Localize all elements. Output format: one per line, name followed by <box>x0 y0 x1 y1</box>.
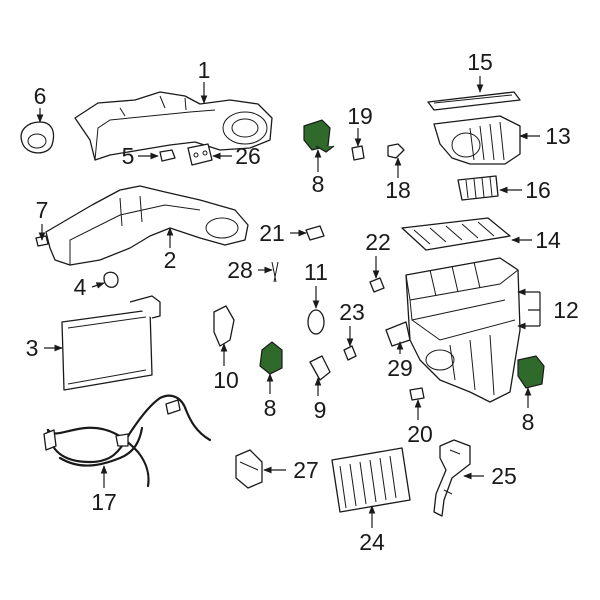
callout-3: 3 <box>26 335 39 361</box>
part-4-grommet <box>103 271 119 288</box>
callout-13: 13 <box>545 123 571 149</box>
callout-6: 6 <box>34 83 47 109</box>
callout-2: 2 <box>164 247 177 273</box>
part-12-hvac-assembly <box>405 257 521 403</box>
part-2-lower-housing <box>45 185 249 266</box>
part-10-bracket <box>213 305 235 347</box>
callout-27: 27 <box>293 457 319 483</box>
part-13-blower-housing <box>433 115 521 165</box>
part-14-filter-cover <box>401 217 511 251</box>
callout-8-top: 8 <box>312 171 325 197</box>
part-8-actuator-right <box>517 355 545 389</box>
part-1-upper-housing <box>74 91 273 161</box>
callout-4: 4 <box>74 274 87 300</box>
part-11-seal <box>307 309 325 335</box>
callout-labels: 1 6 5 26 8 19 18 15 13 16 7 2 21 14 22 2… <box>26 49 579 555</box>
part-16-filter <box>457 175 499 201</box>
callout-21: 21 <box>259 220 285 246</box>
part-3-evaporator <box>61 295 161 391</box>
part-19-clip <box>351 145 365 161</box>
leader-lines <box>36 76 541 528</box>
callout-17: 17 <box>91 489 117 515</box>
part-18-fitting <box>387 143 405 159</box>
callout-26: 26 <box>235 143 261 169</box>
callout-25: 25 <box>491 463 517 489</box>
part-20-fitting <box>409 387 425 401</box>
part-9-bracket <box>309 355 331 381</box>
part-8-actuator-top <box>303 119 335 153</box>
callout-14: 14 <box>535 227 561 253</box>
callout-20: 20 <box>407 421 433 447</box>
callout-29: 29 <box>387 355 413 381</box>
callout-24: 24 <box>359 529 385 555</box>
callout-8-right: 8 <box>522 409 535 435</box>
callout-12: 12 <box>553 297 579 323</box>
callout-7: 7 <box>36 197 49 223</box>
part-22-clip <box>369 277 385 293</box>
part-23-clip <box>343 345 357 361</box>
callout-23: 23 <box>339 299 365 325</box>
part-24-heater-core <box>331 447 411 513</box>
part-5-grommet <box>159 149 176 162</box>
part-28-clip <box>271 261 279 283</box>
part-6-gasket <box>20 121 55 154</box>
callout-15: 15 <box>467 49 493 75</box>
callout-16: 16 <box>525 177 551 203</box>
part-21-connector <box>305 225 325 241</box>
part-8-actuator-middle <box>259 341 283 375</box>
part-17-wiring-harness <box>43 394 212 488</box>
part-15-seal <box>427 91 521 111</box>
part-29-flap <box>385 321 411 347</box>
callout-11: 11 <box>304 259 328 285</box>
callout-10: 10 <box>213 367 239 393</box>
highlight-fill <box>303 119 331 151</box>
callout-28: 28 <box>227 257 253 283</box>
part-25-tube-assembly <box>433 439 471 517</box>
callout-18: 18 <box>385 177 411 203</box>
callout-9: 9 <box>314 397 327 423</box>
callout-8-middle: 8 <box>264 395 277 421</box>
callout-5: 5 <box>122 143 135 169</box>
callout-19: 19 <box>347 103 373 129</box>
callout-1: 1 <box>198 57 211 83</box>
part-27-clip-assembly <box>235 449 263 489</box>
callout-22: 22 <box>365 229 391 255</box>
part-26-plate <box>187 143 213 166</box>
